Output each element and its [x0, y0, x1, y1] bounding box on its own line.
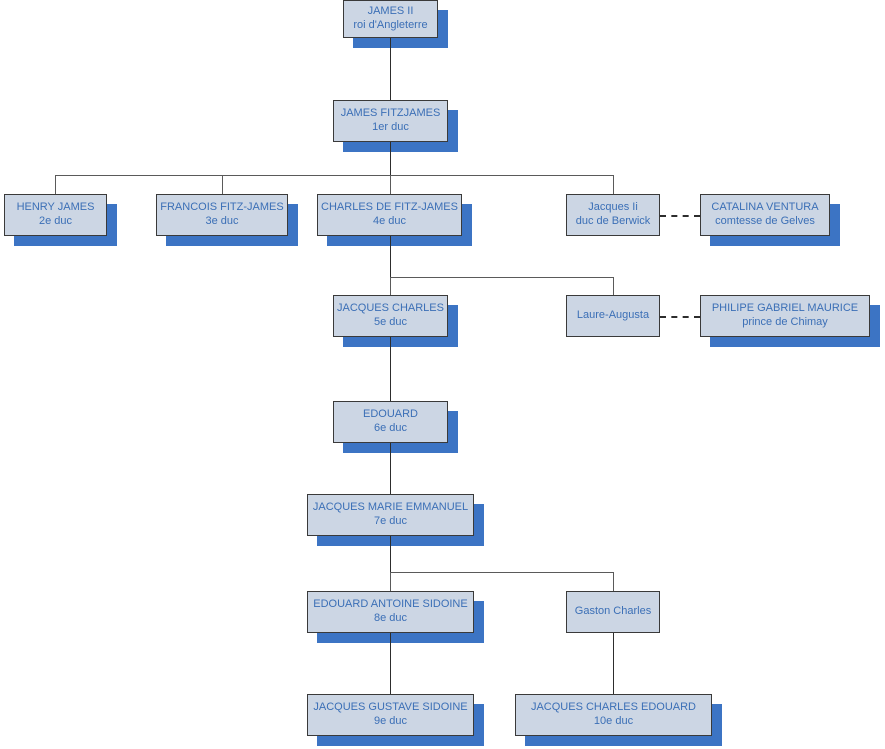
connector-vertical	[613, 633, 614, 694]
node-subtitle: 4e duc	[372, 215, 407, 227]
node-subtitle: 2e duc	[38, 215, 73, 227]
connector-vertical	[613, 277, 614, 295]
node-name: Laure-Augusta	[576, 309, 650, 322]
node-name: FRANCOIS FITZ-JAMES	[160, 201, 284, 214]
connector-marriage-dashed	[660, 215, 700, 217]
node-subtitle: roi d'Angleterre	[353, 19, 428, 31]
connector-vertical	[390, 236, 391, 277]
connector-vertical	[390, 175, 391, 194]
node-subtitle: 7e duc	[373, 515, 408, 527]
node-subtitle: 1er duc	[372, 121, 409, 133]
node-name: JAMES II	[367, 5, 414, 18]
connector-vertical	[390, 443, 391, 494]
node-name: EDOUARD ANTOINE SIDOINE	[313, 598, 468, 611]
connector-vertical	[390, 337, 391, 401]
connector-marriage-dashed	[660, 316, 700, 318]
node-subtitle: duc de Berwick	[575, 215, 651, 227]
node-name: HENRY JAMES	[16, 201, 95, 214]
connector-vertical	[390, 536, 391, 572]
node-name: EDOUARD	[362, 408, 418, 421]
node-subtitle: 8e duc	[373, 612, 408, 624]
connector-vertical	[390, 277, 391, 295]
node-gaston[interactable]: Gaston Charles	[566, 591, 660, 633]
node-subtitle: prince de Chimay	[742, 316, 828, 328]
connector-vertical	[55, 175, 56, 194]
connector-vertical	[390, 572, 391, 591]
connector-vertical	[613, 175, 614, 194]
connector-vertical	[613, 572, 614, 591]
connector-vertical	[390, 633, 391, 694]
node-name: Jacques Ii	[588, 201, 638, 214]
node-name: JACQUES MARIE EMMANUEL	[312, 501, 469, 514]
node-subtitle: 9e duc	[373, 715, 408, 727]
node-subtitle: 10e duc	[593, 715, 634, 727]
node-subtitle: 5e duc	[373, 316, 408, 328]
node-name: JACQUES CHARLES EDOUARD	[530, 701, 697, 714]
connector-vertical	[390, 142, 391, 175]
node-name: CHARLES DE FITZ-JAMES	[321, 201, 458, 214]
connector-vertical	[222, 175, 223, 194]
node-name: JACQUES CHARLES	[337, 302, 444, 315]
node-name: PHILIPE GABRIEL MAURICE	[711, 302, 859, 315]
node-name: CATALINA VENTURA	[711, 201, 819, 214]
node-name: JAMES FITZJAMES	[340, 107, 441, 120]
node-name: Gaston Charles	[574, 605, 652, 618]
node-name: JACQUES GUSTAVE SIDOINE	[313, 701, 468, 714]
connector-horizontal	[55, 175, 613, 176]
node-subtitle: 3e duc	[205, 215, 239, 227]
connector-horizontal	[390, 277, 613, 278]
connector-horizontal	[390, 572, 613, 573]
node-subtitle: 6e duc	[373, 422, 408, 434]
connector-vertical	[390, 38, 391, 100]
node-subtitle: comtesse de Gelves	[715, 215, 815, 227]
node-laure[interactable]: Laure-Augusta	[566, 295, 660, 337]
